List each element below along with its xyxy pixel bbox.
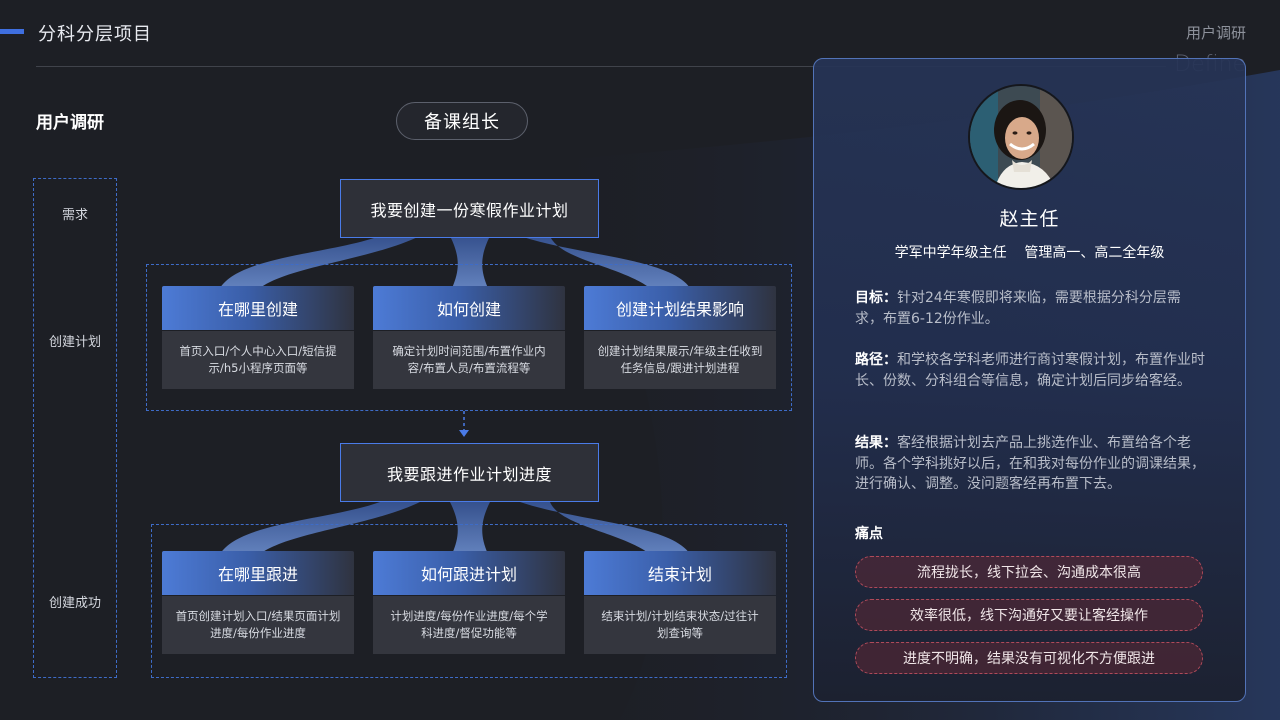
persona-result: 结果：客经根据计划去产品上挑选作业、布置给各个老师。各个学科挑好以后，在和我对每…	[855, 433, 1205, 495]
goal-label: 目标：	[855, 290, 897, 306]
persona-name: 赵主任	[999, 208, 1060, 230]
option-title-1-3: 创建计划结果影响	[584, 286, 776, 330]
section-label-cn: 用户调研	[1185, 24, 1246, 42]
option-title-2-2: 如何跟进计划	[373, 551, 565, 595]
pain-item-1: 流程拢长，线下拉会、沟通成本很高	[855, 556, 1203, 588]
goal-text: 针对24年寒假即将来临，需要根据分科分层需求，布置6-12份作业。	[855, 290, 1181, 327]
result-text: 客经根据计划去产品上挑选作业、布置给各个老师。各个学科挑好以后，在和我对每份作业…	[855, 435, 1205, 492]
avatar	[968, 84, 1074, 190]
option-desc-1-2: 确定计划时间范围/布置作业内容/布置人员/布置流程等	[373, 331, 565, 389]
stage-column	[33, 178, 117, 678]
header-divider	[36, 66, 1166, 67]
person-avatar-icon	[970, 86, 1072, 188]
option-desc-1-1: 首页入口/个人中心入口/短信提示/h5小程序页面等	[162, 331, 354, 389]
persona-role: 学军中学年级主任 管理高一、高二全年级	[894, 245, 1165, 261]
arrow-down-icon	[459, 411, 469, 437]
need-box-2: 我要跟进作业计划进度	[340, 443, 599, 502]
option-desc-2-3: 结束计划/计划结束状态/过往计划查询等	[584, 596, 776, 654]
stage-need: 需求	[61, 208, 88, 223]
path-label: 路径：	[855, 352, 897, 368]
path-text: 和学校各学科老师进行商讨寒假计划，布置作业时长、份数、分科组合等信息，确定计划后…	[855, 352, 1205, 389]
stage-created: 创建成功	[48, 596, 101, 611]
accent-bar	[0, 29, 24, 34]
pain-title: 痛点	[855, 526, 883, 542]
stage-create-plan: 创建计划	[48, 335, 101, 350]
option-title-2-1: 在哪里跟进	[162, 551, 354, 595]
role-pill: 备课组长	[396, 102, 528, 140]
persona-path: 路径：和学校各学科老师进行商讨寒假计划，布置作业时长、份数、分科组合等信息，确定…	[855, 350, 1205, 391]
option-title-2-3: 结束计划	[584, 551, 776, 595]
pain-item-3: 进度不明确，结果没有可视化不方便跟进	[855, 642, 1203, 674]
option-desc-1-3: 创建计划结果展示/年级主任收到任务信息/跟进计划进程	[584, 331, 776, 389]
option-title-1-1: 在哪里创建	[162, 286, 354, 330]
persona-goal: 目标：针对24年寒假即将来临，需要根据分科分层需求，布置6-12份作业。	[855, 288, 1205, 329]
project-title: 分科分层项目	[38, 24, 152, 45]
section-title: 用户调研	[36, 113, 104, 133]
option-desc-2-2: 计划进度/每份作业进度/每个学科进度/督促功能等	[373, 596, 565, 654]
option-desc-2-1: 首页创建计划入口/结果页面计划进度/每份作业进度	[162, 596, 354, 654]
need-box-1: 我要创建一份寒假作业计划	[340, 179, 599, 238]
result-label: 结果：	[855, 435, 897, 451]
option-group-2	[151, 524, 787, 678]
connector-group-2	[220, 502, 690, 554]
pain-item-2: 效率很低，线下沟通好又要让客经操作	[855, 599, 1203, 631]
connector-group-1	[220, 236, 690, 288]
option-title-1-2: 如何创建	[373, 286, 565, 330]
option-group-1	[146, 264, 792, 411]
